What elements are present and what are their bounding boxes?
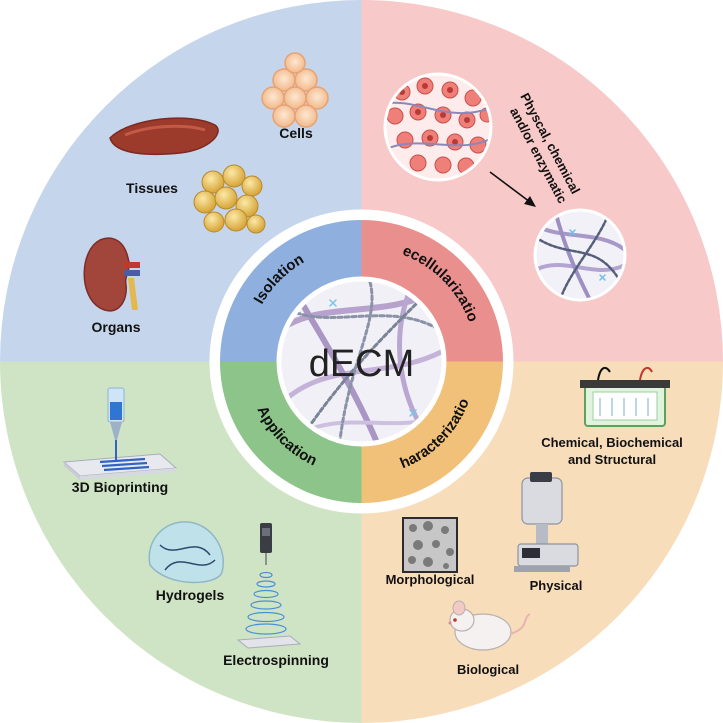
tissue-icon bbox=[109, 117, 219, 156]
cellular-tissue-micrograph bbox=[383, 72, 493, 182]
morphological-label: Morphological bbox=[386, 572, 475, 587]
bioprinting-label: 3D Bioprinting bbox=[72, 479, 168, 495]
sem-micrograph-icon bbox=[402, 517, 458, 573]
electrospinning-label: Electrospinning bbox=[223, 652, 329, 668]
biological-label: Biological bbox=[457, 662, 519, 677]
chemical-label-line1: Chemical, Biochemical bbox=[541, 435, 683, 450]
decellularized-matrix-micrograph bbox=[533, 208, 627, 302]
rheometer-icon bbox=[514, 472, 579, 572]
tissues-label: Tissues bbox=[126, 180, 178, 196]
cells-label: Cells bbox=[279, 125, 313, 141]
arrow-icon bbox=[489, 171, 536, 207]
physical-label: Physical bbox=[530, 578, 583, 593]
center-title: dECM bbox=[309, 343, 415, 385]
electrophoresis-icon bbox=[580, 366, 670, 427]
mouse-icon bbox=[448, 600, 531, 651]
organs-label: Organs bbox=[91, 319, 140, 335]
hydrogel-icon bbox=[148, 521, 224, 584]
cells-icon bbox=[261, 52, 329, 128]
adipose-tissue-icon bbox=[193, 164, 266, 234]
chemical-label-line2: and Structural bbox=[568, 452, 656, 467]
kidney-icon bbox=[83, 237, 140, 312]
hydrogels-label: Hydrogels bbox=[156, 587, 225, 603]
bioprinter-icon bbox=[62, 387, 178, 480]
electrospinning-icon bbox=[236, 523, 302, 649]
